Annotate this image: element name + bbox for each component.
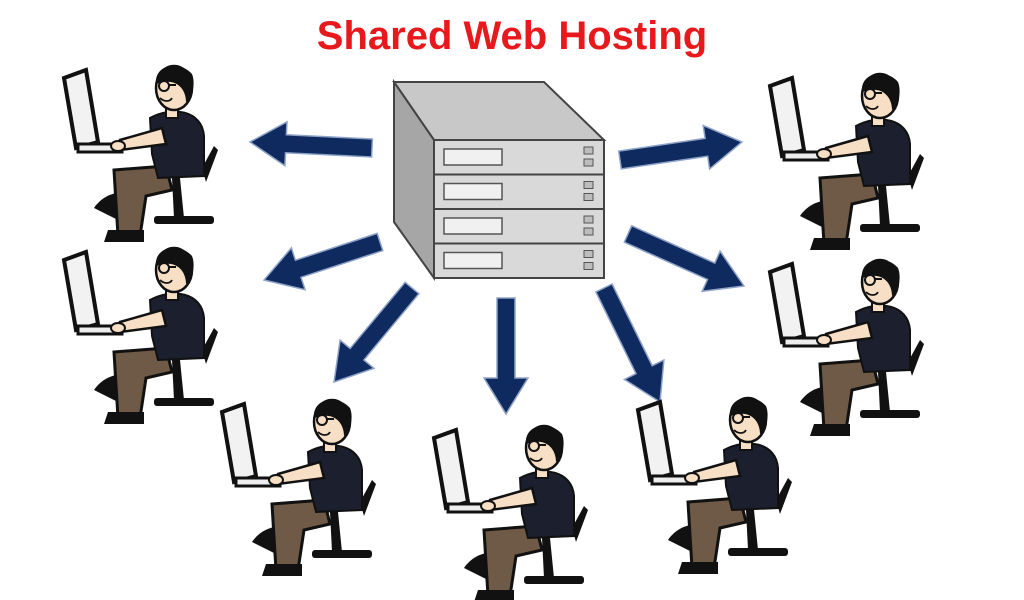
- user-middle-right-icon: [768, 257, 926, 438]
- user-top-left-icon: [62, 63, 220, 244]
- user-bottom-left-icon: [220, 397, 378, 578]
- arrow-to-top-left-icon: [248, 120, 374, 168]
- server-led: [583, 146, 594, 155]
- server-drive-slot: [443, 148, 503, 166]
- user-top-right-icon: [768, 71, 926, 252]
- server-stack-icon: [392, 78, 607, 282]
- user-bottom-center-icon: [432, 423, 590, 600]
- arrow-to-top-right-icon: [617, 124, 744, 171]
- arrow-to-middle-right-icon: [623, 224, 746, 293]
- diagram-title: Shared Web Hosting: [316, 14, 708, 58]
- server-led: [583, 158, 594, 167]
- server-drive-slot: [443, 217, 503, 235]
- server-led: [583, 227, 594, 236]
- user-middle-left-icon: [62, 245, 220, 426]
- arrow-to-middle-left-icon: [262, 232, 384, 291]
- arrow-to-bottom-center-icon: [482, 297, 530, 416]
- arrow-to-bottom-left-icon: [333, 281, 420, 384]
- arrow-to-bottom-right-icon: [594, 282, 665, 404]
- server-led: [583, 193, 594, 201]
- server-drive-slot: [443, 182, 503, 201]
- server-drive-slot: [443, 251, 503, 270]
- server-led: [583, 181, 594, 189]
- server-led: [583, 215, 594, 224]
- server-led: [583, 262, 594, 270]
- server-led: [583, 250, 594, 258]
- user-bottom-right-icon: [636, 395, 794, 576]
- arrows-group: [248, 120, 746, 416]
